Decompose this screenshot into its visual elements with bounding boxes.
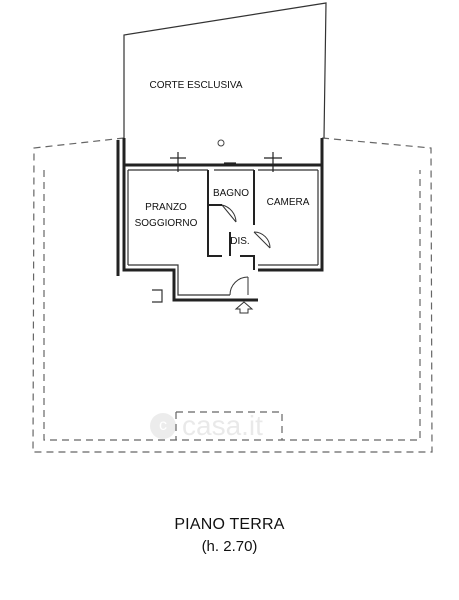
room-label-soggiorno: SOGGIORNO	[135, 218, 198, 229]
room-label-dis: DIS.	[230, 236, 249, 247]
casa-watermark: c casa.it	[150, 406, 315, 446]
apartment-walls-thin	[127, 169, 319, 303]
door-swings	[221, 204, 271, 296]
interior-partitions	[207, 170, 255, 270]
entrance-arrow-icon	[234, 301, 254, 314]
room-label-camera: CAMERA	[267, 197, 310, 208]
room-label-corte: CORTE ESCLUSIVA	[150, 80, 243, 91]
window-symbols	[170, 152, 282, 172]
ceiling-height: (h. 2.70)	[201, 538, 258, 555]
casa-logo-icon: c	[150, 413, 176, 439]
drain-marker	[217, 139, 225, 147]
dashed-building-outline	[32, 137, 433, 453]
room-label-pranzo: PRANZO	[145, 202, 187, 213]
courtyard-outline	[123, 2, 327, 139]
room-label-bagno: BAGNO	[213, 188, 249, 199]
casa-watermark-text: casa.it	[182, 410, 263, 441]
floor-title: PIANO TERRA	[174, 516, 285, 533]
apartment-walls	[116, 138, 324, 302]
